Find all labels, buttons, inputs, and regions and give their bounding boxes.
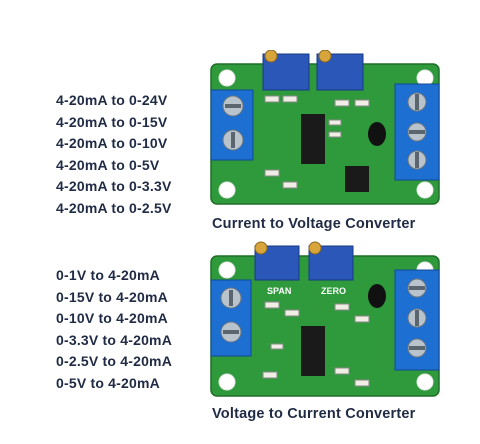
span-label: SPAN [267, 286, 291, 296]
resistors [262, 301, 370, 387]
chip [301, 114, 325, 164]
terminal-block-left [210, 279, 252, 357]
mount-hole [218, 373, 236, 391]
mount-hole [218, 181, 236, 199]
terminal-block-left [210, 89, 254, 161]
chip [301, 326, 325, 376]
list-item: 0-10V to 4-20mA [56, 310, 168, 327]
terminal-block-right [394, 269, 440, 371]
list-item: 0-5V to 4-20mA [56, 374, 160, 391]
mount-hole [416, 373, 434, 391]
trimmer-pot-left [262, 50, 310, 91]
current-to-voltage-list: 4-20mA to 0-24V 4-20mA to 0-15V 4-20mA t… [56, 90, 172, 220]
list-item: 4-20mA to 0-24V [56, 92, 168, 108]
mount-hole [218, 261, 236, 279]
list-item: 0-1V to 4-20mA [56, 267, 160, 283]
mount-hole [218, 69, 236, 87]
voltage-to-current-board-image: SPAN ZERO [210, 241, 440, 397]
list-item: 4-20mA to 0-3.3V [56, 178, 172, 195]
list-item: 0-15V to 4-20mA [56, 288, 168, 305]
list-item: 0-2.5V to 4-20mA [56, 353, 173, 370]
zero-label: ZERO [321, 286, 346, 296]
chip [345, 166, 369, 192]
voltage-to-current-caption: Voltage to Current Converter [212, 406, 416, 422]
list-item: 4-20mA to 0-5V [56, 156, 160, 173]
list-item: 4-20mA to 0-10V [56, 135, 168, 152]
list-item: 0-3.3V to 4-20mA [56, 331, 173, 348]
trimmer-pot-zero [308, 241, 354, 281]
trimmer-pot-right [316, 50, 364, 91]
resistors [264, 95, 370, 189]
mount-hole [416, 181, 434, 199]
current-to-voltage-board-image [210, 50, 440, 205]
transistor [368, 284, 386, 308]
transistor [368, 122, 386, 146]
voltage-to-current-list: 0-1V to 4-20mA 0-15V to 4-20mA 0-10V to … [56, 265, 172, 395]
terminal-block-right [394, 83, 440, 181]
list-item: 4-20mA to 0-15V [56, 113, 168, 130]
current-to-voltage-caption: Current to Voltage Converter [212, 216, 416, 232]
list-item: 4-20mA to 0-2.5V [56, 199, 172, 216]
trimmer-pot-span [254, 241, 300, 281]
